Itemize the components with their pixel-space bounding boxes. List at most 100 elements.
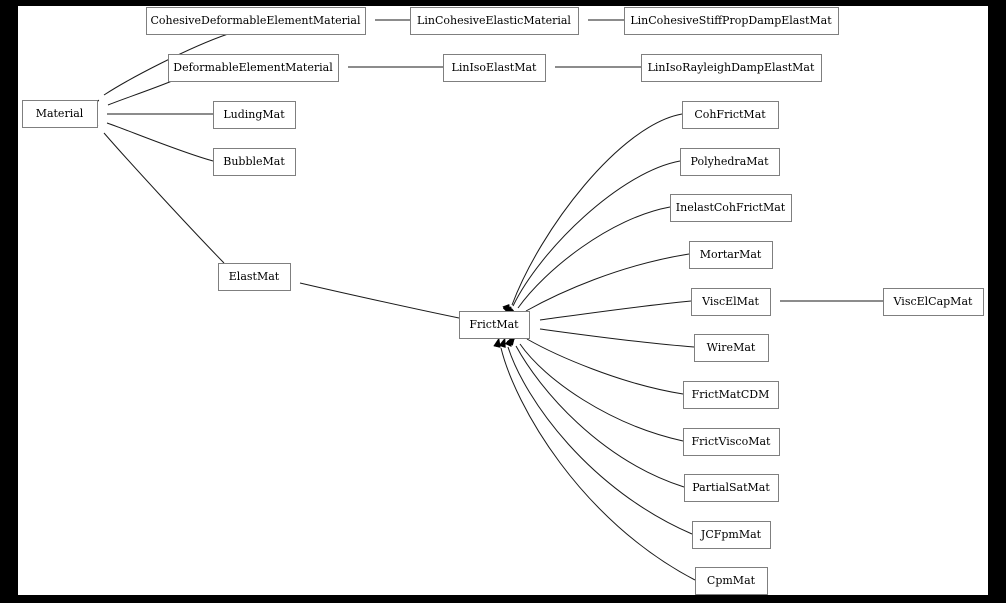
class-node-mortar_mat[interactable]: MortarMat [689, 241, 773, 269]
class-node-elast_mat[interactable]: ElastMat [218, 263, 291, 291]
class-node-frict_visco_mat[interactable]: FrictViscoMat [683, 428, 780, 456]
class-node-frict_mat[interactable]: FrictMat [459, 311, 530, 339]
class-node-luding_mat[interactable]: LudingMat [213, 101, 296, 129]
class-node-box[interactable] [683, 428, 780, 456]
class-node-label: LinCohesiveElasticMaterial [417, 14, 571, 27]
edge-e_polyhedra_frict [502, 160, 681, 316]
class-node-label: CohesiveDeformableElementMaterial [151, 14, 361, 27]
class-node-box[interactable] [683, 381, 779, 409]
class-node-label: WireMat [707, 341, 756, 354]
edge-e_visccap_viscel [761, 297, 883, 305]
class-node-box[interactable] [624, 7, 839, 35]
class-node-wire_mat[interactable]: WireMat [694, 334, 769, 362]
class-node-bubble_mat[interactable]: BubbleMat [213, 148, 296, 176]
class-node-material[interactable]: Material [22, 100, 98, 128]
edge-e_partialsat_frict [504, 336, 685, 488]
edge-e_liem_dem [329, 63, 443, 71]
class-node-cohesive_deformable_element_mat[interactable]: CohesiveDeformableElementMaterial [146, 7, 366, 35]
class-node-box[interactable] [168, 54, 339, 82]
class-node-box[interactable] [883, 288, 984, 316]
edge-e_jcfpm_frict [498, 337, 693, 535]
class-node-label: JCFpmMat [700, 528, 762, 541]
class-node-label: PartialSatMat [692, 481, 770, 494]
class-node-lin_cohesive_stiff_prop_damp[interactable]: LinCohesiveStiffPropDampElastMat [624, 7, 839, 35]
edge-line [103, 132, 225, 264]
class-node-label: ViscElCapMat [893, 295, 973, 308]
class-node-label: PolyhedraMat [690, 155, 769, 168]
edge-e_lirde_liem [536, 63, 641, 71]
edge-line [525, 253, 690, 312]
class-node-visc_el_mat[interactable]: ViscElMat [691, 288, 771, 316]
class-node-box[interactable] [213, 148, 296, 176]
edge-line [526, 338, 684, 395]
edge-e_elast_material [88, 117, 225, 264]
class-node-label: LinIsoRayleighDampElastMat [648, 61, 815, 74]
class-node-label: ElastMat [229, 270, 280, 283]
class-node-label: InelastCohFrictMat [676, 201, 786, 214]
edge-line [507, 346, 693, 535]
edge-line [539, 328, 695, 348]
class-node-box[interactable] [213, 101, 296, 129]
edge-line [539, 300, 692, 321]
class-node-box[interactable] [684, 474, 779, 502]
class-node-label: MortarMat [700, 248, 762, 261]
nodes-layer: Material CohesiveDeformableElementMateria… [22, 7, 984, 595]
class-node-label: BubbleMat [223, 155, 285, 168]
class-node-lin_iso_elast_mat[interactable]: LinIsoElastMat [443, 54, 546, 82]
class-node-label: CohFrictMat [694, 108, 766, 121]
edge-e_luding_material [88, 110, 213, 118]
arrowhead-icon [504, 336, 513, 347]
class-node-partial_sat_mat[interactable]: PartialSatMat [684, 474, 779, 502]
class-node-box[interactable] [695, 567, 768, 595]
edge-e_viscel_frict [520, 300, 692, 324]
class-node-frict_mat_cdm[interactable]: FrictMatCDM [683, 381, 779, 409]
arrowhead-icon [498, 337, 506, 348]
edge-line [519, 343, 684, 442]
class-node-box[interactable] [459, 311, 530, 339]
edge-line [511, 113, 683, 306]
class-node-lin_iso_rayleigh_damp_elast_mat[interactable]: LinIsoRayleighDampElastMat [641, 54, 822, 82]
class-node-inelast_coh_frict_mat[interactable]: InelastCohFrictMat [670, 194, 792, 222]
class-node-box[interactable] [692, 521, 771, 549]
edge-line [103, 33, 229, 96]
class-node-box[interactable] [641, 54, 822, 82]
edge-e_dem_material [88, 80, 173, 115]
class-node-box[interactable] [410, 7, 579, 35]
class-node-box[interactable] [443, 54, 546, 82]
edge-e_wire_frict [520, 325, 695, 348]
edge-e_mortar_frict [508, 253, 690, 317]
edge-line [517, 206, 671, 309]
class-node-coh_frict_mat[interactable]: CohFrictMat [682, 101, 779, 129]
class-node-box[interactable] [682, 101, 779, 129]
class-node-cpm_mat[interactable]: CpmMat [695, 567, 768, 595]
edge-line [107, 80, 173, 106]
edge-e_inelast_frict [504, 206, 671, 317]
class-node-box[interactable] [694, 334, 769, 362]
class-node-box[interactable] [218, 263, 291, 291]
edge-line [299, 282, 460, 319]
edge-line [512, 160, 681, 307]
edge-e_cpm_frict [493, 337, 696, 581]
edge-e_bubble_material [88, 113, 214, 162]
class-node-label: FrictMatCDM [692, 388, 770, 401]
class-node-label: LudingMat [223, 108, 285, 121]
class-node-box[interactable] [146, 7, 366, 35]
class-node-box[interactable] [22, 100, 98, 128]
class-node-box[interactable] [670, 194, 792, 222]
class-node-jcfpm_mat[interactable]: JCFpmMat [692, 521, 771, 549]
class-node-visc_el_cap_mat[interactable]: ViscElCapMat [883, 288, 984, 316]
arrowhead-icon [493, 337, 501, 348]
class-node-box[interactable] [691, 288, 771, 316]
class-node-label: FrictMat [469, 318, 519, 331]
class-node-box[interactable] [689, 241, 773, 269]
class-node-polyhedra_mat[interactable]: PolyhedraMat [680, 148, 780, 176]
inheritance-graph: Material CohesiveDeformableElementMateria… [22, 7, 984, 595]
class-node-box[interactable] [680, 148, 780, 176]
edge-e_frict_elast [281, 275, 460, 319]
edge-line [500, 347, 696, 581]
class-node-label: Material [36, 107, 84, 120]
class-node-lin_cohesive_elastic_material[interactable]: LinCohesiveElasticMaterial [410, 7, 579, 35]
class-node-deformable_element_material[interactable]: DeformableElementMaterial [168, 54, 339, 82]
class-node-label: LinCohesiveStiffPropDampElastMat [630, 14, 832, 27]
edge-line [106, 122, 214, 162]
